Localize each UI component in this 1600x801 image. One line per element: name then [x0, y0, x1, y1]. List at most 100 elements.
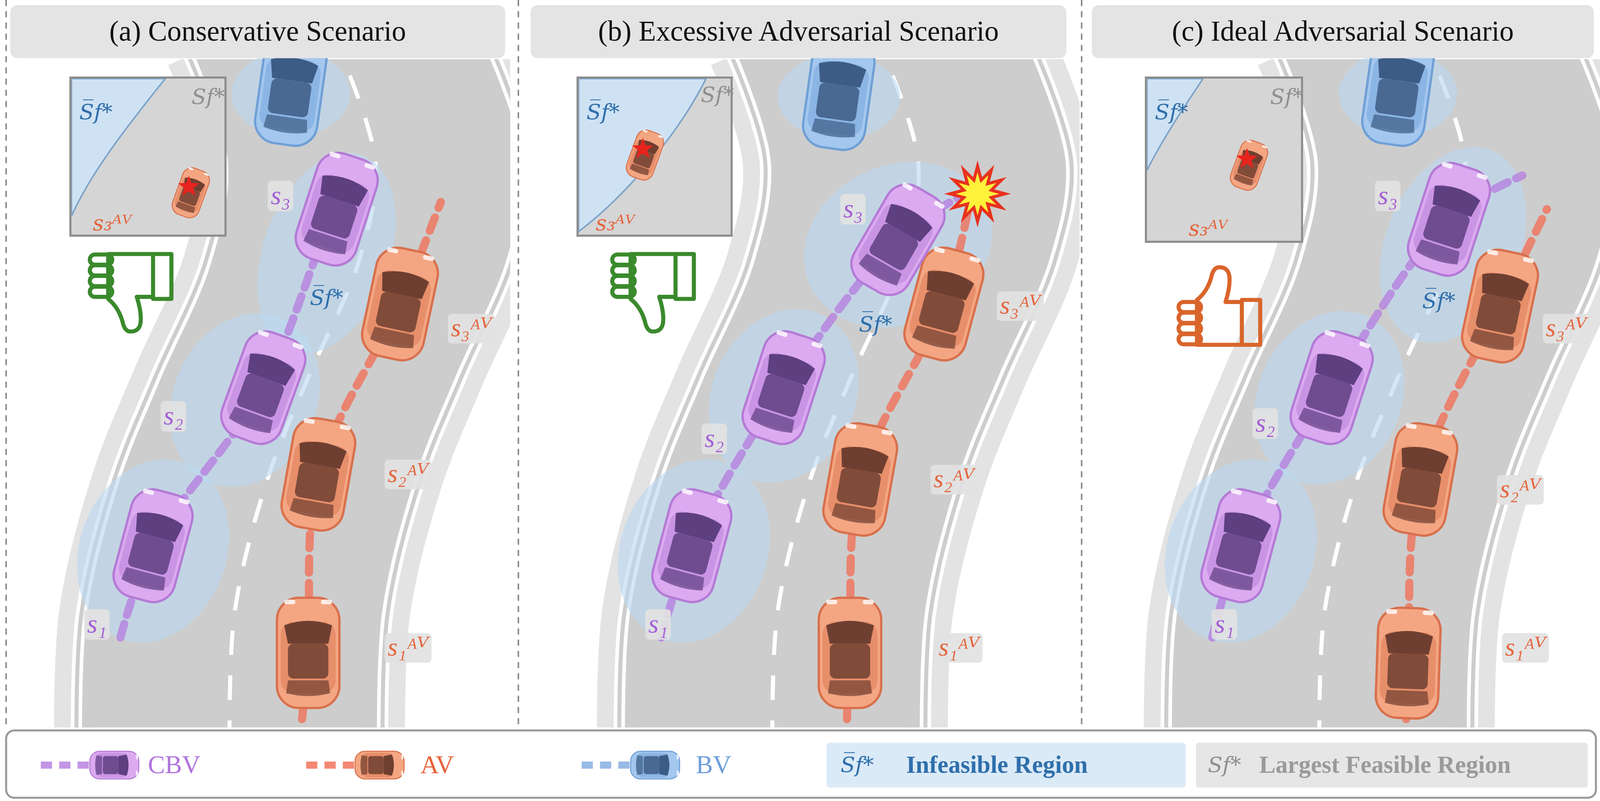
infeasible-regions-part — [1338, 51, 1458, 137]
car-icon-part — [302, 228, 350, 257]
car-icon-part — [1324, 329, 1337, 338]
car-icon-part — [676, 754, 679, 760]
car-icon — [215, 325, 312, 451]
car-icon-part — [1414, 238, 1462, 268]
car-icon-part — [818, 597, 882, 709]
car-icon-part — [1230, 488, 1242, 496]
region-label: S̅f* — [79, 99, 113, 125]
car-icon-part — [623, 127, 667, 183]
state-label: s₂ — [1252, 408, 1279, 439]
feasibility-inset: S̅f* Sf* s₃ᴬⱽ — [1144, 76, 1304, 243]
av-state-label: s₂ᴬⱽ — [1496, 475, 1545, 505]
car-icon — [1402, 157, 1496, 282]
legend-samples-part — [581, 761, 633, 769]
infeasible-regions-part — [776, 131, 1020, 359]
thumbs-up-icon-part — [1241, 300, 1261, 345]
infeasible-regions-part — [777, 53, 900, 140]
car-icon-part — [215, 325, 312, 451]
car-icon-part — [1391, 502, 1438, 526]
av-state-label: s₂ᴬⱽ — [384, 460, 432, 490]
panel-separators-part — [1080, 0, 1083, 727]
state-label: s₁ — [84, 609, 110, 640]
car-icon-part — [1476, 172, 1489, 181]
car-icon-part — [1297, 407, 1345, 436]
car-icon-part — [1374, 77, 1420, 119]
car-icon-part — [1208, 566, 1256, 594]
car-icon-part — [339, 424, 352, 431]
car-icon-part — [1227, 137, 1271, 193]
thumbs-down-icon-part — [675, 254, 695, 299]
car-icon-part — [364, 162, 377, 170]
car-icon-part — [1405, 422, 1418, 430]
car-icon-part — [135, 754, 138, 760]
car-icon-part — [203, 172, 209, 177]
legend-text: CBV — [147, 750, 201, 780]
region-label: Sf* — [1270, 84, 1304, 110]
region-label: s₃ᴬⱽ — [92, 211, 132, 236]
car-icon-part — [422, 254, 435, 262]
car-icon-part — [286, 680, 330, 697]
road-part — [382, 59, 511, 728]
legend-swatch: Largest Feasible Region — [1195, 742, 1588, 788]
car-icon-part — [810, 118, 857, 140]
car-icon-part — [175, 201, 197, 215]
thumbs-down-icon-part — [630, 254, 676, 332]
car-icon-part — [1457, 245, 1542, 367]
car-icon-part — [642, 129, 648, 133]
state-star — [632, 137, 654, 158]
region-label: s₃ᴬⱽ — [1188, 216, 1228, 241]
car-icon — [1227, 137, 1271, 193]
trajectories — [120, 168, 1547, 720]
region-symbol: Sf* — [1207, 752, 1242, 778]
collision-burst — [949, 166, 1006, 222]
car-icon-part — [169, 165, 213, 221]
car-icon-part — [1375, 607, 1442, 720]
car-icon — [89, 751, 139, 780]
car-icon-part — [294, 462, 340, 504]
car-icon-part — [933, 200, 946, 210]
inset-graphic-part — [578, 78, 707, 232]
car-icon-part — [321, 599, 332, 605]
region-label: Sf* — [700, 82, 734, 108]
legend-samples-part — [306, 761, 358, 769]
car-icon — [108, 484, 198, 608]
thumbs-down-icon-part — [89, 275, 113, 287]
thumbs-down-icon — [612, 254, 695, 332]
thumbs-down-icon-part — [89, 254, 113, 265]
car-icon-part — [288, 643, 329, 679]
car-icon-part — [257, 329, 270, 338]
car-icon-part — [911, 325, 959, 352]
trajectories-part — [120, 168, 370, 638]
region-label: s₃ᴬⱽ — [595, 211, 635, 236]
car-icon-part — [917, 290, 966, 335]
car-icon-part — [775, 329, 788, 338]
car-icon-part — [1402, 157, 1496, 282]
region-label: S̅f* — [586, 99, 620, 125]
car-icon-part — [303, 417, 316, 425]
car-icon-part — [188, 167, 194, 171]
car-icon-part — [118, 754, 129, 777]
car-icon-part — [1441, 429, 1454, 436]
car-icon-part — [360, 755, 368, 776]
av-state-label: s₃ᴬⱽ — [996, 291, 1045, 322]
car-icon — [277, 597, 340, 709]
car-icon-part — [643, 756, 660, 775]
car-icon-part — [1386, 609, 1398, 614]
state-label: s₃ — [840, 193, 867, 225]
car-icon-part — [676, 770, 679, 776]
car-icon — [623, 127, 667, 183]
car-icon-part — [835, 466, 882, 509]
car-icon-part — [1422, 610, 1435, 616]
car-icon-part — [810, 341, 823, 349]
region-label: S̅f* — [1154, 99, 1189, 125]
car-icon-part — [657, 134, 664, 139]
car-icon-part — [289, 497, 336, 521]
car-icon-part — [102, 756, 119, 775]
car-icon-part — [290, 147, 384, 272]
car-icon-part — [857, 252, 904, 289]
car-icon-part — [629, 163, 651, 177]
state-label: s₁ — [1211, 609, 1238, 640]
car-icon-part — [819, 419, 901, 539]
